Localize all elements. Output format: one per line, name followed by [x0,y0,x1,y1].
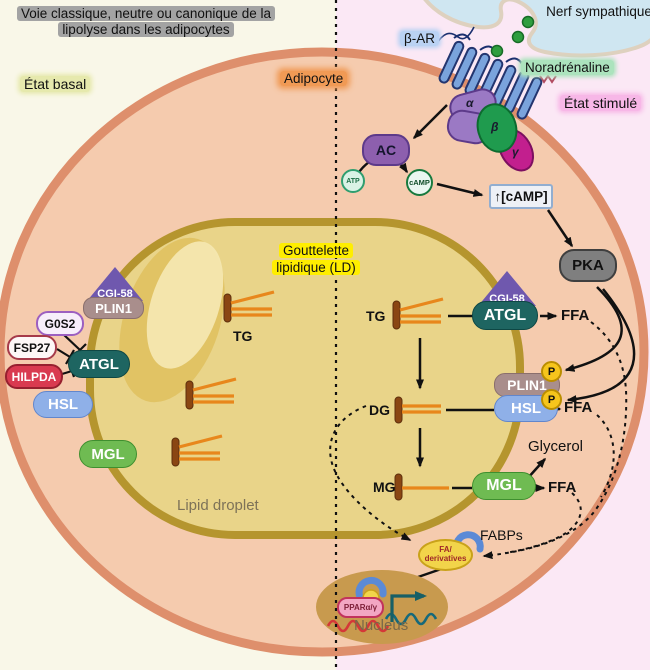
pka-pill: PKA [559,249,617,282]
ffa-trafficking-paths [329,321,628,560]
etat-basal-text: État basal [20,76,91,92]
phospho-badge-plin1: P [541,361,562,382]
camp-concentration-box: ↑[cAMP] [489,184,553,209]
adipocyte-label: Adipocyte [280,71,348,87]
g-beta-subunit [476,103,518,153]
dg-glyph [394,396,441,424]
phospho-badge-hsl: P [541,389,562,410]
ppar-pill: PPARα/γ [337,597,384,618]
dna-strand-red [326,619,390,633]
mgl-right: MGL [472,472,536,500]
g-alpha-label: α [466,96,474,110]
nerf-sympathique-label: Nerf sympathique [546,4,650,19]
fa-derivatives-ellipse: FA/ derivatives [418,539,473,571]
fa-derivatives-line2: derivatives [424,554,467,563]
nucleus-label: Nucleus [354,617,409,634]
adipocyte-text: Adipocyte [280,71,348,86]
mg-label: MG [373,479,396,495]
g0s2-pill: G0S2 [36,311,84,336]
atgl-right: ATGL [472,301,538,330]
camp-circle: cAMP [406,169,433,196]
plin1-left: PLIN1 [83,297,144,319]
tg-label-left: TG [233,328,253,344]
g-protein [446,88,535,172]
etat-basal-label: État basal [20,76,91,92]
tg-glyph-left-3 [171,434,223,467]
tg-glyph-left-2 [185,377,237,410]
noradrenaline-vesicle [521,15,535,29]
sympathetic-nerve [423,0,650,58]
transcription-arrow [390,591,427,622]
noradrenaline-vesicle [511,30,525,44]
diagram-title: Voie classique, neutre ou canonique de l… [8,6,284,37]
glycerol-label: Glycerol [528,438,584,455]
gouttelette-label: Gouttelette lipidique (LD) [266,243,366,277]
fsp27-pill: FSP27 [7,335,57,360]
tg-glyph-right [392,297,444,330]
g-gamma-label: γ [512,145,519,159]
hsl-left: HSL [33,391,93,418]
etat-stimule-text: État stimulé [560,95,642,111]
beta-ar-text: β-AR [400,31,440,46]
gouttelette-text: Gouttelette lipidique (LD) [272,243,360,275]
fabp-icon-nucleus [355,577,387,601]
hilpda-pill: HILPDA [5,364,63,389]
mg-glyph [394,473,449,501]
fabps-label: FABPs [480,527,523,543]
atp-circle: ATP [341,169,365,193]
fa-derivatives-line1: FA/ [439,545,452,555]
noradrenaline-ligand [490,44,504,58]
dna-strand-teal [384,612,438,626]
ffa-label-dg: FFA [564,399,593,416]
tg-label-right: TG [366,308,386,324]
noradrenaline-text: Noradrénaline [521,60,614,75]
tg-glyph-left-1 [223,290,275,323]
ffa-label-tg: FFA [561,307,590,324]
ac-pill: AC [362,134,410,166]
lipid-droplet-label: Lipid droplet [177,497,259,514]
g-beta-label: β [491,120,499,134]
atgl-left: ATGL [68,350,130,378]
ffa-label-mg: FFA [548,479,577,496]
lipid-droplet-shape [86,218,524,539]
diagram-title-text: Voie classique, neutre ou canonique de l… [17,6,275,37]
mgl-left: MGL [79,440,137,468]
etat-stimule-label: État stimulé [560,95,642,111]
beta-ar-label: β-AR [400,31,440,47]
noradrenaline-label: Noradrénaline [521,60,614,76]
dg-label: DG [369,402,390,418]
